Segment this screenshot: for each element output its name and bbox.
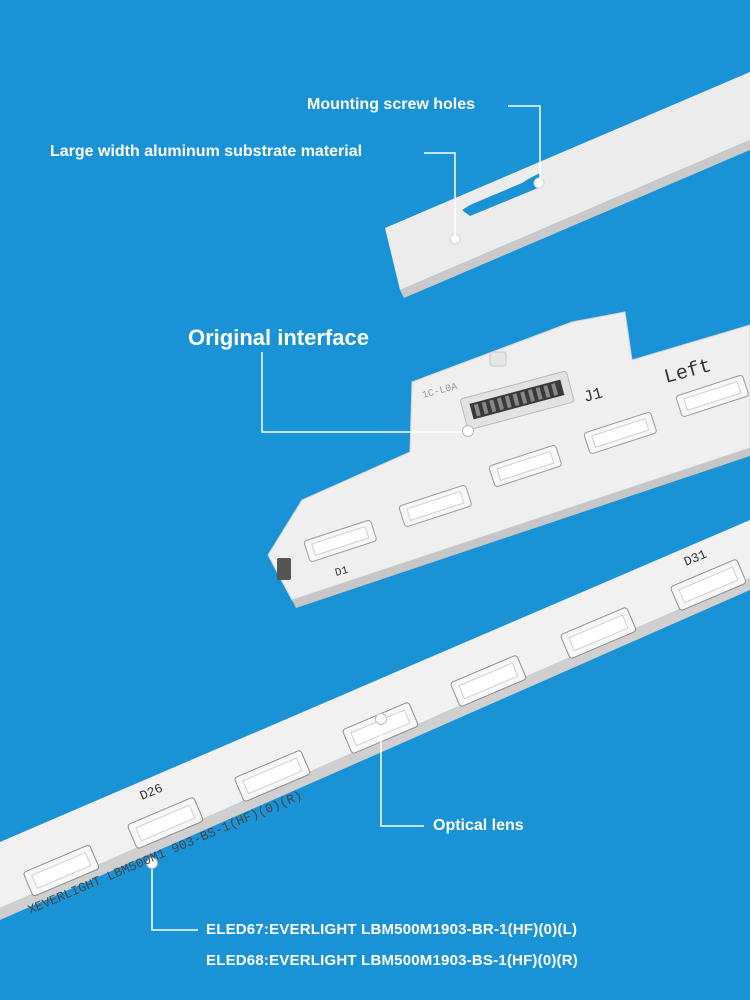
interface-strip: Left J1 1C-L0A D1: [267, 311, 750, 608]
led-row-bottom: [23, 559, 747, 897]
callout-model-left: ELED67:EVERLIGHT LBM500M1903-BR-1(HF)(0)…: [206, 921, 578, 938]
callout-mounting-holes: Mounting screw holes: [307, 96, 476, 113]
mounting-hole: [533, 177, 545, 189]
print-d1: D1: [334, 565, 350, 580]
print-j1: J1: [582, 384, 605, 406]
leader-model: [151, 869, 198, 931]
callout-model-right: ELED68:EVERLIGHT LBM500M1903-BS-1(HF)(0)…: [206, 952, 578, 969]
callout-substrate: Large width aluminum substrate material: [50, 143, 363, 160]
top-substrate-strip: [385, 72, 750, 298]
leader-substrate: [424, 152, 456, 236]
interface-marker: [462, 425, 474, 437]
leader-optical-lens: [380, 725, 424, 827]
callout-interface: Original interface: [188, 325, 369, 350]
connector-j1: [460, 370, 575, 430]
leader-interface: [261, 352, 462, 433]
strip-marker: [146, 857, 158, 869]
lens-marker: [375, 713, 387, 725]
led-row-middle: [303, 374, 749, 562]
leader-mounting-holes: [508, 105, 541, 180]
callout-lines: [151, 105, 541, 931]
callout-optical-lens: Optical lens: [433, 817, 524, 834]
